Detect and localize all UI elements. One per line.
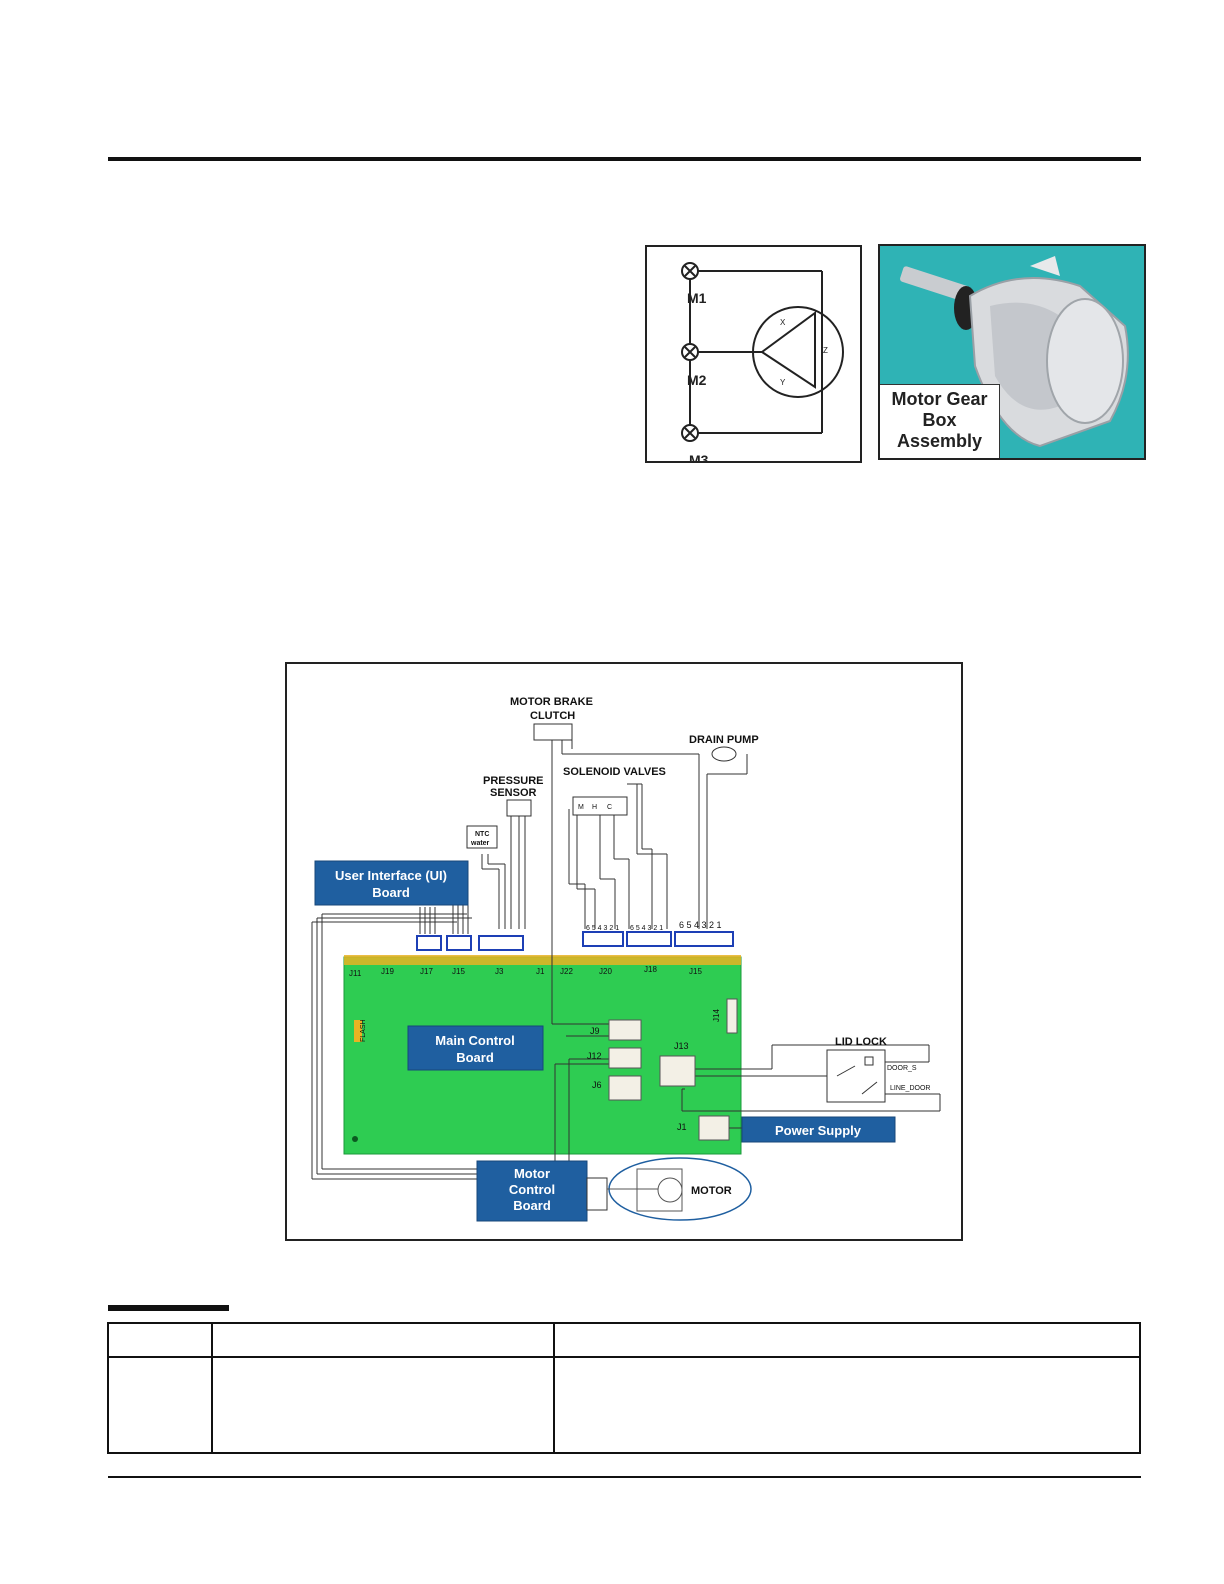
drain-pump-symbol	[711, 746, 737, 762]
ui-board-label-1: User Interface (UI)	[335, 868, 447, 883]
motor-brake-clutch-label-2: CLUTCH	[530, 710, 575, 722]
terminal-m1	[681, 262, 699, 280]
main-board-label-2: Board	[456, 1050, 494, 1065]
ntc-label-2: water	[470, 840, 490, 847]
pins-j15: 6 5 4 3 2 1	[679, 920, 722, 930]
main-board-label-box	[407, 1025, 544, 1071]
solenoid-valves-label: SOLENOID VALVES	[563, 766, 666, 778]
motor-control-board	[476, 1160, 588, 1222]
ntc-sensor-box	[466, 825, 498, 849]
lid-lock-label: LID LOCK	[835, 1036, 887, 1048]
connector-j1a: J1	[536, 967, 545, 976]
caption-line-3: Assembly	[896, 431, 983, 451]
schematic-svg: M1 M2 M3 X Z Y	[681, 262, 844, 468]
connector-j19: J19	[381, 967, 394, 976]
ntc-label-1: NTC	[475, 831, 489, 838]
connector-j1b: J1	[677, 1122, 687, 1132]
door-s-label: DOOR_S	[887, 1065, 917, 1072]
pins-j18: 6 5 4 3 2 1	[630, 925, 663, 932]
footer-rule	[108, 1476, 1141, 1478]
wiring-svg: LID LOCK DOOR_S LINE_DOOR MOTOR BRAKE CL…	[311, 696, 941, 1222]
main-board-label-1: Main Control	[435, 1033, 514, 1048]
motor-board-label-1: Motor	[514, 1166, 550, 1181]
terminal-m2	[681, 343, 699, 361]
motor-board-label-3: Board	[513, 1198, 551, 1213]
section-marker	[108, 1305, 229, 1311]
drain-pump-label: DRAIN PUMP	[689, 734, 759, 746]
pressure-sensor-label-1: PRESSURE	[483, 775, 544, 787]
connector-j18: J18	[644, 965, 657, 974]
valve-m-label: M	[578, 804, 584, 811]
connector-j11: J11	[349, 969, 362, 978]
caption-line-2: Box	[922, 410, 957, 430]
power-supply-label: Power Supply	[775, 1123, 862, 1138]
pressure-sensor-label-2: SENSOR	[490, 787, 537, 799]
caption-line-1: Motor Gear	[891, 389, 988, 409]
wiring-diagram: LID LOCK DOOR_S LINE_DOOR MOTOR BRAKE CL…	[285, 662, 963, 1241]
socket-j6	[608, 1075, 642, 1101]
connector-j14: J14	[712, 1009, 721, 1022]
connector-flash: FLASH	[360, 1019, 367, 1042]
winding-y: Y	[780, 378, 786, 387]
pins-j20: 6 5 4 3 2 1	[586, 925, 619, 932]
pressure-sensor-connector	[506, 799, 532, 817]
ui-board	[314, 860, 469, 906]
info-table	[107, 1322, 1141, 1454]
motor-board-label-2: Control	[509, 1182, 555, 1197]
clutch-connector	[533, 723, 573, 741]
connector-blocks	[416, 931, 734, 951]
valve-h-label: H	[592, 804, 597, 811]
socket-j14	[726, 998, 738, 1034]
line-door-label: LINE_DOOR	[890, 1085, 930, 1092]
socket-j13	[659, 1055, 696, 1087]
lid-lock-switch	[826, 1049, 886, 1103]
motor-brake-clutch-label-1: MOTOR BRAKE	[510, 696, 593, 708]
connector-j3: J3	[495, 967, 504, 976]
power-supply-box	[741, 1116, 896, 1143]
connector-j15a: J15	[452, 967, 465, 976]
connector-j22: J22	[560, 967, 573, 976]
connector-j17: J17	[420, 967, 433, 976]
motor-connector	[586, 1177, 608, 1211]
motor-winding-schematic: M1 M2 M3 X Z Y	[645, 245, 862, 468]
terminal-m3	[681, 424, 699, 442]
photo-caption: Motor Gear Box Assembly	[880, 384, 1000, 458]
socket-j12	[608, 1047, 642, 1069]
connector-j15b: J15	[689, 967, 702, 976]
winding-z: Z	[823, 346, 828, 355]
connector-j12: J12	[587, 1051, 602, 1061]
header-rule	[108, 157, 1141, 161]
winding-x: X	[780, 318, 786, 327]
table-column-divider-2	[553, 1324, 555, 1452]
motor-label: MOTOR	[691, 1185, 732, 1197]
connector-j20: J20	[599, 967, 612, 976]
ui-board-label-2: Board	[372, 885, 410, 900]
label-m3: M3	[689, 452, 709, 461]
table-column-divider-1	[211, 1324, 213, 1452]
motor-gearbox-photo: Motor Gear Box Assembly	[878, 244, 1146, 460]
label-m1: M1	[687, 290, 707, 306]
connector-j6: J6	[592, 1080, 602, 1090]
socket-j9	[608, 1019, 642, 1041]
table-header-divider	[109, 1356, 1139, 1358]
solenoid-valves-block	[572, 796, 628, 816]
connector-j9: J9	[590, 1026, 600, 1036]
valve-c-label: C	[607, 804, 612, 811]
connector-j13: J13	[674, 1041, 689, 1051]
label-m2: M2	[687, 372, 707, 388]
socket-j1	[698, 1115, 730, 1141]
